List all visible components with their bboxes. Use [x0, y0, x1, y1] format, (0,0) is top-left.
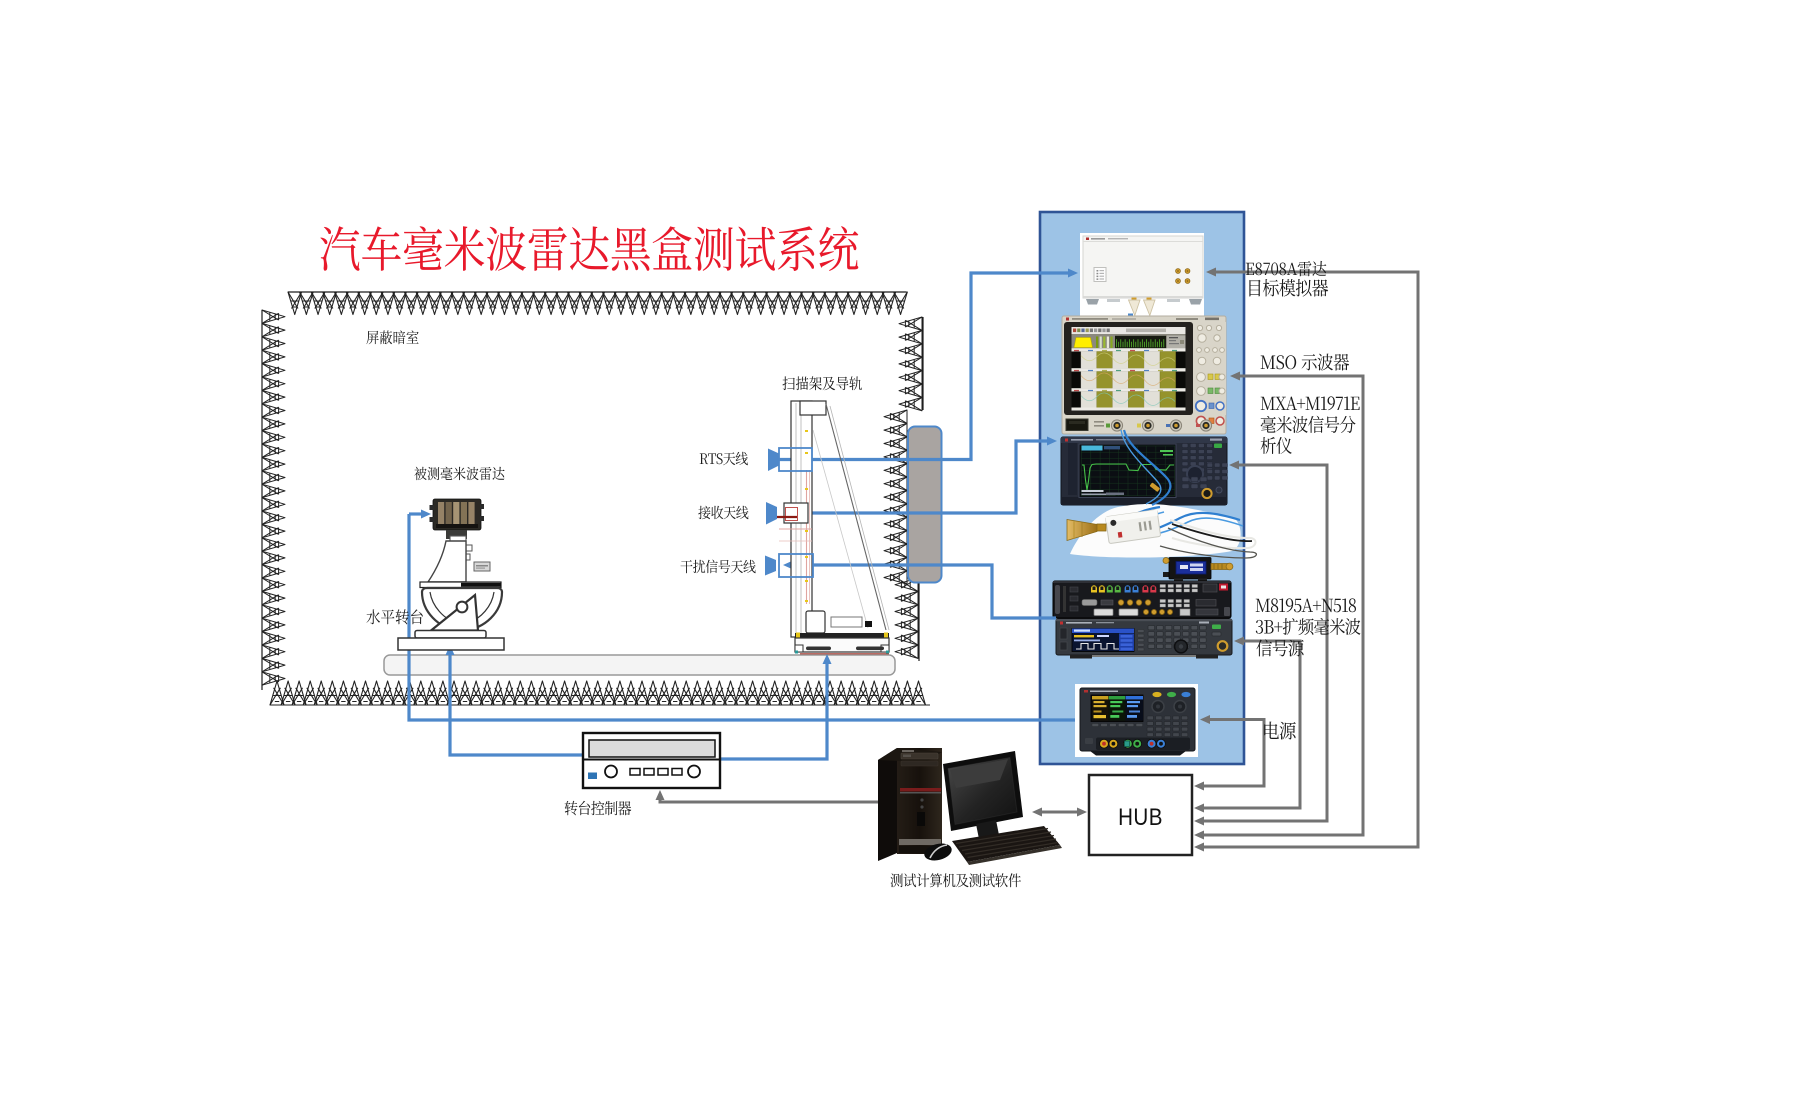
svg-text:HUB: HUB [1118, 803, 1163, 830]
